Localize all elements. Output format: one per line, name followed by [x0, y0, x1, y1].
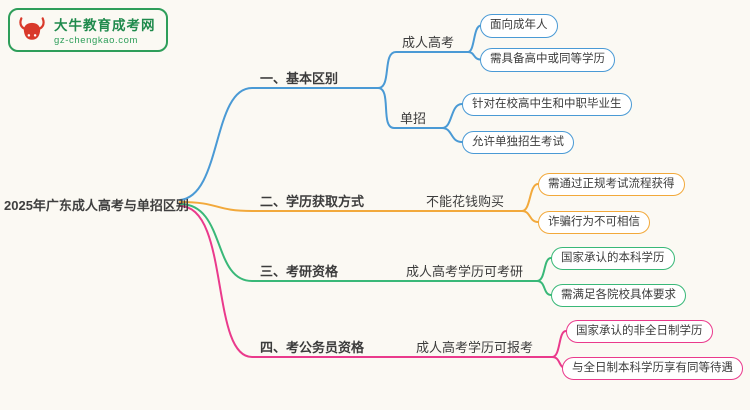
subnode-cannot-buy: 不能花钱购买: [426, 194, 505, 209]
bull-nostril: [27, 34, 31, 37]
root-node: 2025年广东成人高考与单招区别: [4, 198, 189, 213]
leaf-node: 允许单独招生考试: [462, 130, 574, 154]
site-logo[interactable]: 大牛教育成考网 gz-chengkao.com: [8, 8, 168, 52]
subnode-danzhao: 单招: [400, 111, 427, 126]
connector-line: [441, 103, 463, 129]
branch-3-postgrad-eligibility: 三、考研资格: [260, 264, 339, 279]
logo-subtitle: gz-chengkao.com: [54, 35, 138, 46]
bull-icon: [16, 15, 48, 45]
connector-line: [179, 203, 538, 282]
bull-head: [23, 22, 41, 40]
leaf-node: 与全日制本科学历享有同等待遇: [562, 356, 743, 380]
branch-2-degree-acquisition: 二、学历获取方式: [260, 194, 365, 209]
connector-line: [536, 257, 552, 282]
leaf-node: 需具备高中或同等学历: [480, 48, 615, 72]
connector-line: [521, 210, 539, 223]
logo-title: 大牛教育成考网: [54, 18, 156, 33]
subnode-postgrad-allowed: 成人高考学历可考研: [406, 264, 524, 279]
leaf-node: 需满足各院校具体要求: [551, 283, 686, 307]
connector-line: [467, 51, 482, 61]
leaf-node: 面向成年人: [480, 14, 558, 38]
connector-line: [179, 87, 379, 201]
leaf-node: 需通过正规考试流程获得: [538, 172, 685, 196]
connector-line: [551, 330, 567, 358]
subnode-adult-gaokao: 成人高考: [402, 35, 455, 50]
connector-line: [441, 127, 463, 143]
connector-line: [521, 183, 539, 212]
leaf-node: 诈骗行为不可相信: [538, 210, 650, 234]
bull-nostril: [33, 34, 37, 37]
subnode-civil-service-allowed: 成人高考学历可报考: [416, 340, 534, 355]
branch-1-basic-difference: 一、基本区别: [260, 71, 339, 86]
connector-line: [377, 87, 443, 129]
connector-line: [377, 51, 469, 89]
branch-4-civil-service-eligibility: 四、考公务员资格: [260, 340, 365, 355]
leaf-node: 国家承认的非全日制学历: [566, 319, 713, 343]
connector-line: [536, 280, 552, 296]
connector-line: [467, 24, 482, 53]
leaf-node: 国家承认的本科学历: [551, 246, 675, 270]
connector-line: [179, 201, 523, 212]
connector-line: [179, 205, 553, 358]
leaf-node: 针对在校高中生和中职毕业生: [462, 92, 632, 116]
